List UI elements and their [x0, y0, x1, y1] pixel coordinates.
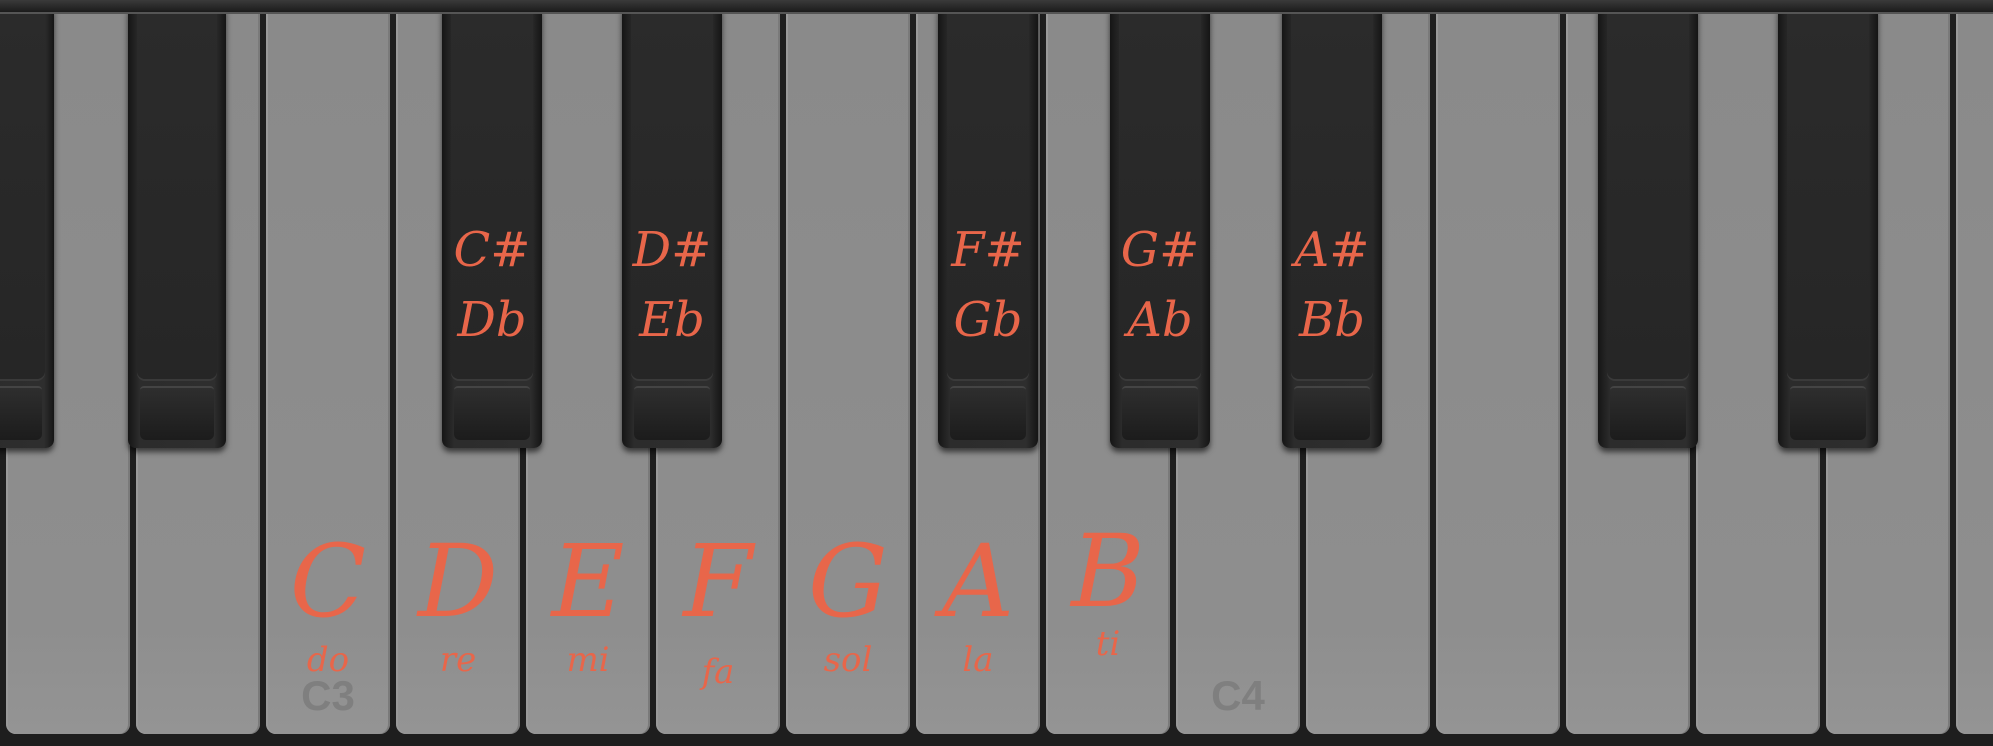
flat-label-g-flat: Gb	[953, 292, 1023, 348]
solfege-fa: fa	[701, 652, 735, 692]
white-key-g3[interactable]: G sol	[786, 12, 910, 734]
note-letter-f: F	[683, 523, 753, 640]
black-key-d-sharp[interactable]: D# Eb	[622, 8, 722, 448]
sharp-label-g-sharp: G#	[1120, 222, 1200, 278]
note-letter-c: C	[289, 523, 367, 640]
black-key-gap[interactable]	[128, 8, 226, 448]
note-letter-g: G	[808, 523, 888, 640]
solfege-sol: sol	[823, 640, 873, 680]
keyboard-top-rail	[0, 0, 1993, 14]
flat-label-b-flat: Bb	[1299, 292, 1365, 348]
note-letter-b: B	[1071, 513, 1145, 630]
note-letter-a: A	[941, 523, 1015, 640]
sharp-label-a-sharp: A#	[1294, 222, 1370, 278]
sharp-label-d-sharp: D#	[632, 222, 712, 278]
black-key-a-sharp[interactable]: A# Bb	[1282, 8, 1382, 448]
white-key-b4[interactable]	[1956, 12, 1993, 734]
flat-label-e-flat: Eb	[639, 292, 705, 348]
black-key-g-sharp[interactable]: G# Ab	[1110, 8, 1210, 448]
solfege-ti: ti	[1095, 624, 1121, 664]
note-letter-d: D	[417, 523, 499, 640]
black-key-d-sharp-4[interactable]	[1778, 8, 1878, 448]
solfege-la: la	[962, 640, 994, 680]
black-key-a-sharp-2-partial[interactable]	[0, 8, 54, 448]
solfege-mi: mi	[566, 640, 610, 680]
octave-label-c4: C4	[1211, 672, 1265, 719]
flat-label-d-flat: Db	[457, 292, 527, 348]
sharp-label-f-sharp: F#	[951, 222, 1025, 278]
octave-label-c3: C3	[301, 672, 355, 719]
white-key-e4[interactable]	[1436, 12, 1560, 734]
sharp-label-c-sharp: C#	[453, 222, 531, 278]
black-key-c-sharp[interactable]: C# Db	[442, 8, 542, 448]
flat-label-a-flat: Ab	[1127, 292, 1193, 348]
black-key-f-sharp[interactable]: F# Gb	[938, 8, 1038, 448]
black-key-c-sharp-4[interactable]	[1598, 8, 1698, 448]
solfege-do: do	[306, 640, 350, 680]
note-letter-e: E	[551, 523, 625, 640]
white-key-c3[interactable]: C do C3	[266, 12, 390, 734]
solfege-re: re	[439, 640, 477, 680]
